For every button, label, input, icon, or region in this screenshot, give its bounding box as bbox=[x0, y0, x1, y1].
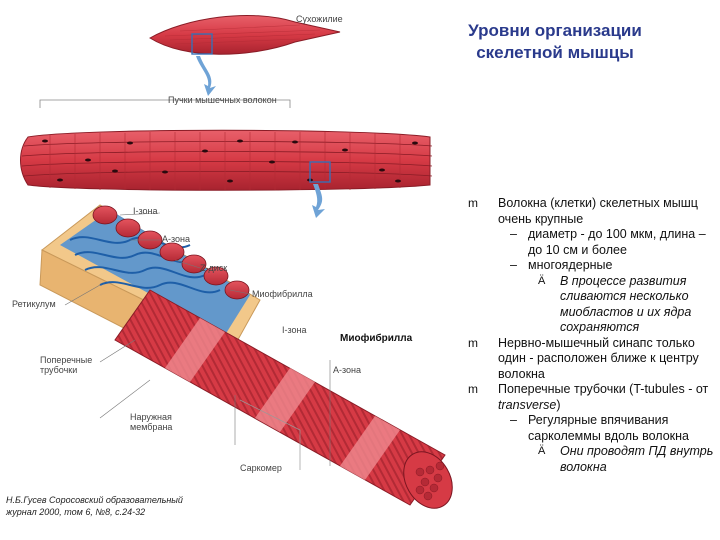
label-i-band-mid: I-зона bbox=[282, 325, 307, 335]
zoom-box-fiber bbox=[309, 161, 331, 183]
bullet-t-tubules: m Поперечные трубочки (T-tubules - от tr… bbox=[468, 382, 718, 413]
sub-bullet-text: диаметр - до 100 мкм, длина – до 10 см и… bbox=[528, 227, 706, 257]
label-reticulum: Ретикулум bbox=[12, 299, 56, 309]
sub-bullet-multinuclear: – многоядерные bbox=[468, 258, 718, 274]
bullet-marker-icon: m bbox=[468, 335, 478, 350]
bullet-marker-icon: m bbox=[468, 196, 478, 210]
myofibril-cylinder bbox=[114, 289, 453, 509]
fiber-bundle bbox=[20, 129, 433, 191]
sub-sub-bullet-text: Они проводят ПД внутрь волокна bbox=[560, 444, 714, 474]
bullet-text: Волокна (клетки) скелетных мышц очень кр… bbox=[498, 196, 698, 226]
citation-line-2: журнал 2000, том 6, №8, с.24-32 bbox=[6, 507, 146, 517]
bullet-text-italic: transverse bbox=[498, 397, 557, 412]
sub-bullet-invaginations: – Регулярные впячивания сарколеммы вдоль… bbox=[468, 413, 718, 444]
bullet-list: m Волокна (клетки) скелетных мышц очень … bbox=[468, 196, 718, 475]
dash-marker-icon: – bbox=[510, 227, 517, 241]
dash-marker-icon: – bbox=[510, 258, 517, 272]
sub-sub-bullet-text: В процессе развития сливаются несколько … bbox=[560, 273, 692, 335]
label-outer-membrane: Наружная мембрана bbox=[130, 412, 173, 432]
label-fiber-bundle: Пучки мышечных волокон bbox=[168, 95, 277, 105]
title-line-2: скелетной мышцы bbox=[476, 43, 634, 62]
slide-title: Уровни организации скелетной мышцы bbox=[430, 20, 680, 64]
zoom-arrow-2 bbox=[312, 184, 325, 218]
bullet-marker-icon: m bbox=[468, 382, 478, 396]
sub-sub-bullet-development: Ä В процессе развития сливаются нескольк… bbox=[468, 274, 718, 336]
sub-bullet-text: многоядерные bbox=[528, 258, 613, 272]
zoom-arrow-1 bbox=[196, 56, 216, 96]
label-a-band-top: A-зона bbox=[162, 234, 191, 244]
pointer-marker-icon: Ä bbox=[538, 445, 546, 457]
label-myofibril-small: Миофибрилла bbox=[252, 289, 313, 299]
sub-bullet-size: – диаметр - до 100 мкм, длина – до 10 см… bbox=[468, 227, 718, 258]
label-a-band-mid: A-зона bbox=[333, 365, 362, 375]
pointer-marker-icon: Ä bbox=[538, 274, 546, 287]
sub-bullet-text: Регулярные впячивания сарколеммы вдоль в… bbox=[528, 413, 689, 443]
bullet-text-after: ) bbox=[556, 397, 561, 412]
label-epimysium: Сухожилие bbox=[296, 14, 343, 24]
bullet-fibers: m Волокна (клетки) скелетных мышц очень … bbox=[468, 196, 718, 227]
whole-muscle-striations bbox=[164, 24, 321, 45]
label-t-tubules: Поперечные трубочки bbox=[40, 355, 93, 375]
bullet-text-before: Поперечные трубочки (T-tubules - от bbox=[498, 382, 709, 396]
label-z-disc: Z-диск bbox=[200, 263, 228, 273]
bullet-synapse: m Нервно-мышечный синапс только один - р… bbox=[468, 336, 718, 383]
citation: Н.Б.Гусев Соросовский образовательный жу… bbox=[6, 494, 183, 518]
zoom-box-muscle bbox=[191, 33, 213, 55]
muscle-structure-illustration bbox=[20, 14, 453, 509]
sub-sub-bullet-conduct: Ä Они проводят ПД внутрь волокна bbox=[468, 444, 718, 475]
label-myofibril: Миофибрилла bbox=[340, 333, 413, 344]
title-line-1: Уровни организации bbox=[468, 21, 642, 40]
label-sarcomere: Саркомер bbox=[240, 463, 282, 473]
citation-line-1: Н.Б.Гусев Соросовский образовательный bbox=[6, 495, 183, 505]
bullet-text: Нервно-мышечный синапс только один - рас… bbox=[498, 335, 699, 381]
dash-marker-icon: – bbox=[510, 413, 517, 427]
label-i-band-top: I-зона bbox=[133, 206, 158, 216]
